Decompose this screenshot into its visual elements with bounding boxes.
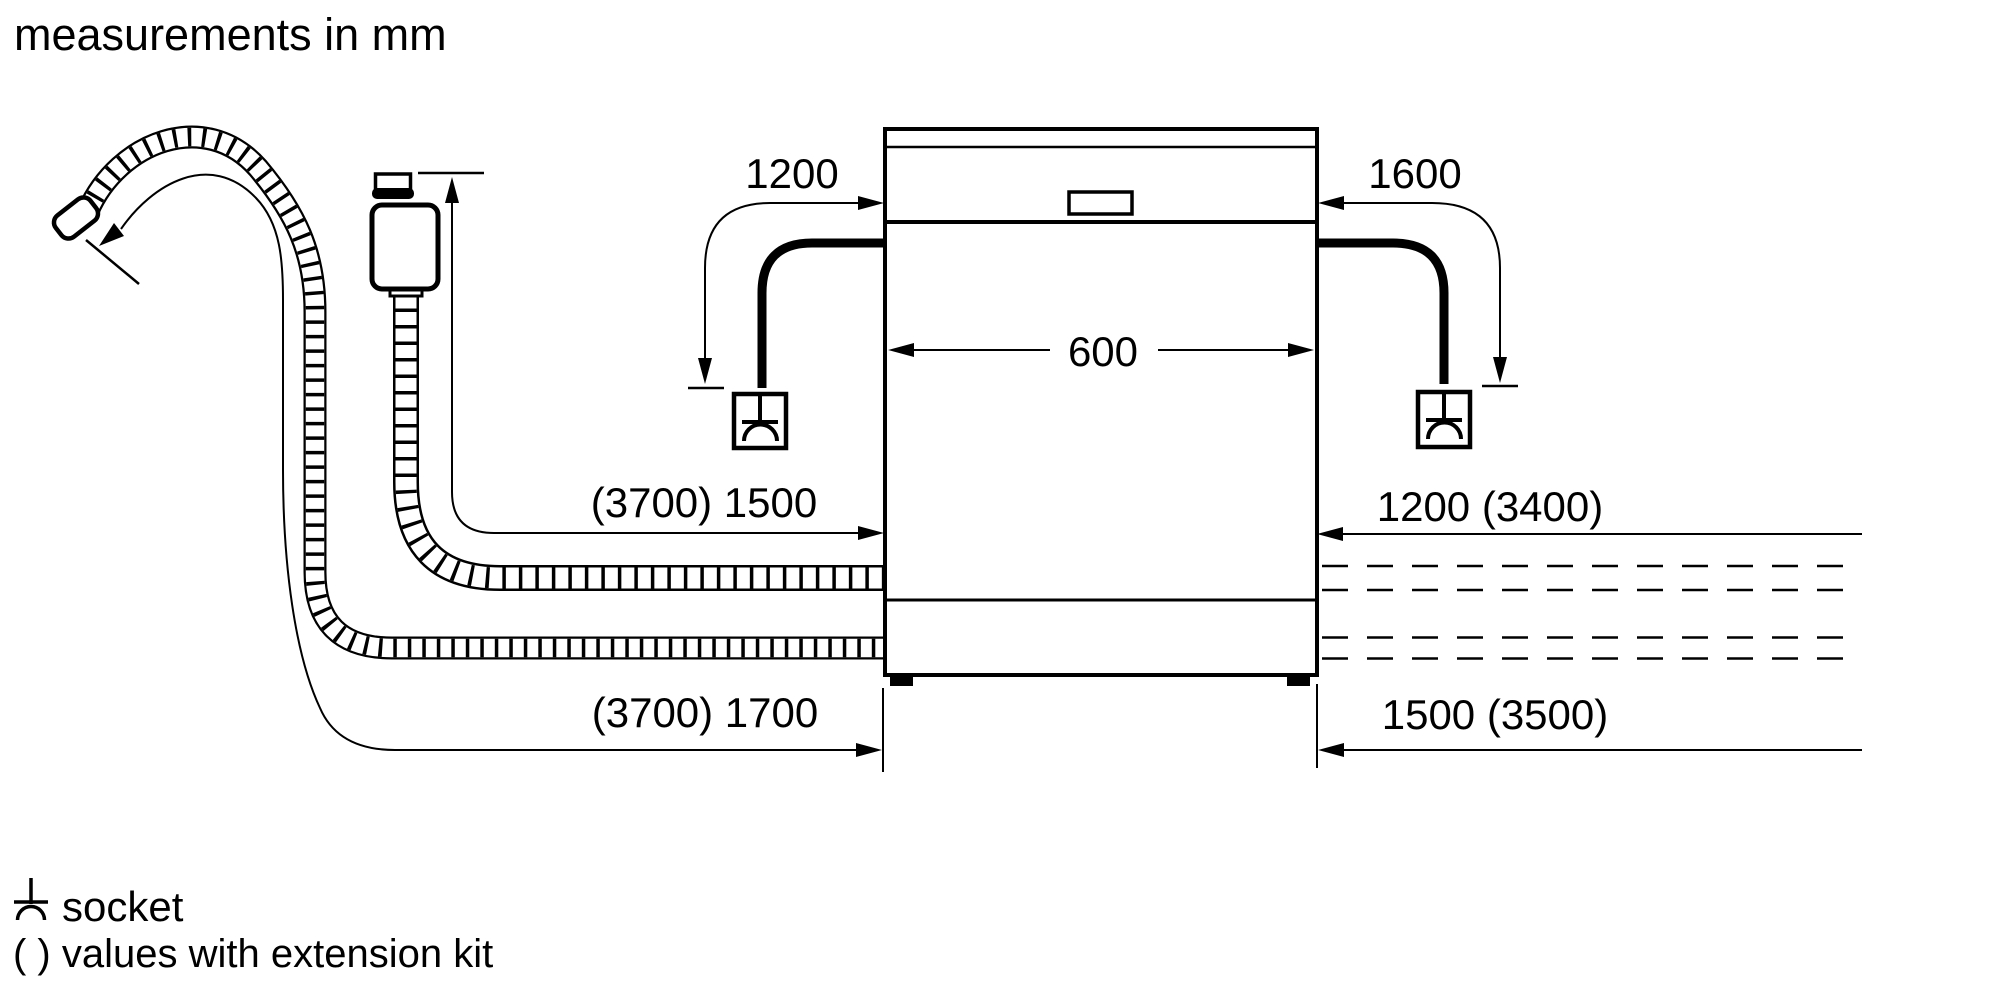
legend-socket-label: socket: [62, 883, 184, 930]
foot-left: [890, 675, 913, 686]
dishwasher-outline: [883, 127, 1319, 686]
legend-socket-icon: [14, 878, 48, 921]
dimension-cord-left: [688, 196, 884, 390]
arrowhead-right: [1288, 343, 1314, 357]
hose-end-tick: [85, 239, 140, 285]
legend-extension-note: ( ) values with extension kit: [13, 932, 493, 976]
label-cord-right: 1600: [1368, 150, 1461, 197]
arrowhead-left: [1318, 743, 1344, 757]
label-supply-hose-left: (3700) 1500: [591, 479, 818, 526]
label-cord-left: 1200: [745, 150, 838, 197]
label-appliance-width: 600: [1068, 328, 1138, 375]
dashed-route-lines: [1322, 564, 1862, 660]
arrowhead-left: [1318, 196, 1344, 210]
arrowhead-down: [1493, 357, 1507, 383]
arrowhead-right: [858, 196, 884, 210]
foot-right: [1287, 675, 1310, 686]
dimension-cord-right: [1318, 196, 1518, 388]
valve-body: [369, 202, 441, 292]
socket-symbol-left: [731, 391, 789, 451]
page-title: measurements in mm: [14, 9, 447, 60]
arrowhead-left: [888, 343, 914, 357]
supply-hose: [393, 292, 885, 591]
seal-ring: [372, 188, 414, 199]
drain-hose-end-fitting: [51, 195, 101, 241]
dimension-drain-left: [85, 173, 884, 772]
arrowhead-hose-end: [99, 223, 124, 246]
arrowhead-right: [858, 526, 884, 540]
label-drain-hose-left: (3700) 1700: [592, 689, 819, 736]
arrowhead-right: [856, 743, 882, 757]
aquastop-valve: [369, 172, 441, 298]
arrowhead-left: [1317, 527, 1343, 541]
dimension-drain-right: [1316, 684, 1862, 768]
dimension-supply-right: [1317, 527, 1862, 541]
drain-hose: [77, 125, 885, 660]
power-cord-left: [757, 238, 885, 388]
control-panel-display: [1067, 190, 1134, 216]
label-drain-hose-right: 1500 (3500): [1382, 691, 1609, 738]
dimension-supply-left: [418, 171, 884, 540]
power-cord-right: [1317, 238, 1449, 384]
dimension-width: [888, 343, 1314, 357]
socket-symbol-right: [1415, 389, 1473, 450]
arrowhead-down: [698, 358, 712, 384]
tap-nut: [373, 172, 413, 192]
label-supply-hose-right: 1200 (3400): [1377, 483, 1604, 530]
arrowhead-up: [445, 177, 459, 203]
